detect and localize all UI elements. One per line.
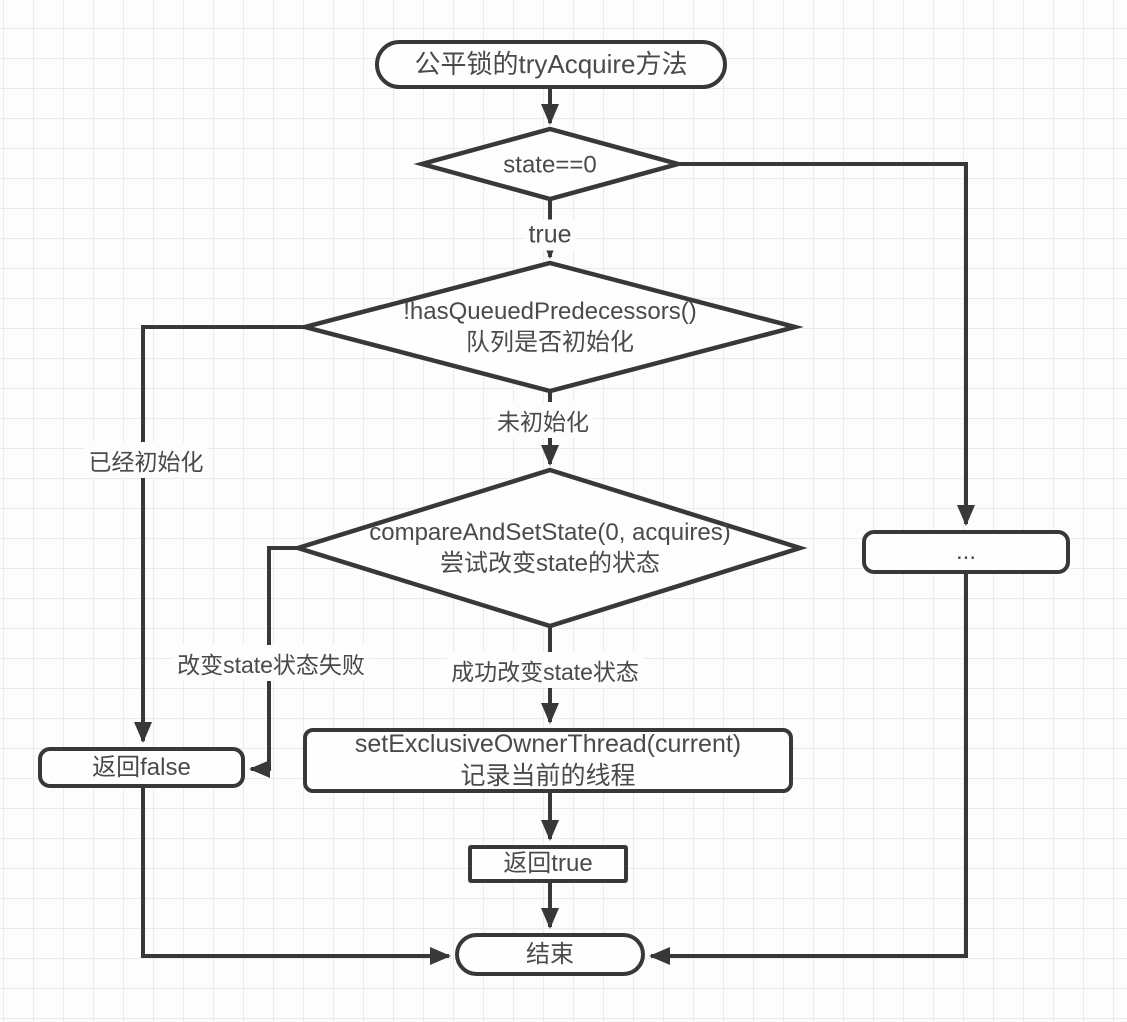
decision-queue-label: !hasQueuedPredecessors() 队列是否初始化	[403, 296, 696, 358]
edge-state-false-to-ellipsis	[678, 162, 975, 526]
edge-label-true: true	[524, 219, 576, 251]
node-set-owner-line2: 记录当前的线程	[460, 761, 636, 790]
edge-ellipsis-to-end	[649, 574, 968, 965]
decision-cas-line2: 尝试改变state的状态	[439, 550, 661, 577]
node-start: 公平锁的tryAcquire方法	[375, 40, 727, 89]
node-ellipsis-label: ...	[955, 538, 976, 565]
decision-state-shape	[413, 126, 687, 202]
decision-queue-line2: 队列是否初始化	[465, 329, 634, 356]
edge-label-not-initialized: 未初始化	[493, 402, 593, 438]
edge-label-cas-failed: 改变state状态失败	[173, 645, 369, 681]
decision-cas-line1: compareAndSetState(0, acquires)	[369, 519, 731, 546]
edge-returnfalse-to-end	[141, 787, 451, 965]
node-set-owner: setExclusiveOwnerThread(current) 记录当前的线程	[303, 728, 793, 793]
node-start-label: 公平锁的tryAcquire方法	[414, 49, 688, 80]
node-return-false: 返回false	[38, 747, 245, 788]
node-return-true-label: 返回true	[503, 850, 593, 877]
decision-queue-shape	[296, 260, 804, 394]
edge-label-initialized: 已经初始化	[84, 442, 208, 478]
decision-cas-label: compareAndSetState(0, acquires) 尝试改变stat…	[369, 517, 731, 579]
node-return-false-label: 返回false	[92, 753, 191, 781]
node-return-true: 返回true	[468, 845, 628, 883]
edge-label-cas-succeeded: 成功改变state状态	[447, 652, 643, 688]
node-end-label: 结束	[526, 940, 574, 968]
node-ellipsis: ...	[862, 530, 1070, 574]
edge-queue-initialized-to-returnfalse	[134, 325, 305, 743]
decision-state-label: state==0	[503, 151, 597, 179]
node-end: 结束	[455, 933, 645, 976]
node-set-owner-line1: setExclusiveOwnerThread(current)	[354, 730, 742, 759]
decision-queue-line1: !hasQueuedPredecessors()	[403, 298, 697, 325]
decision-cas-shape	[290, 467, 808, 629]
